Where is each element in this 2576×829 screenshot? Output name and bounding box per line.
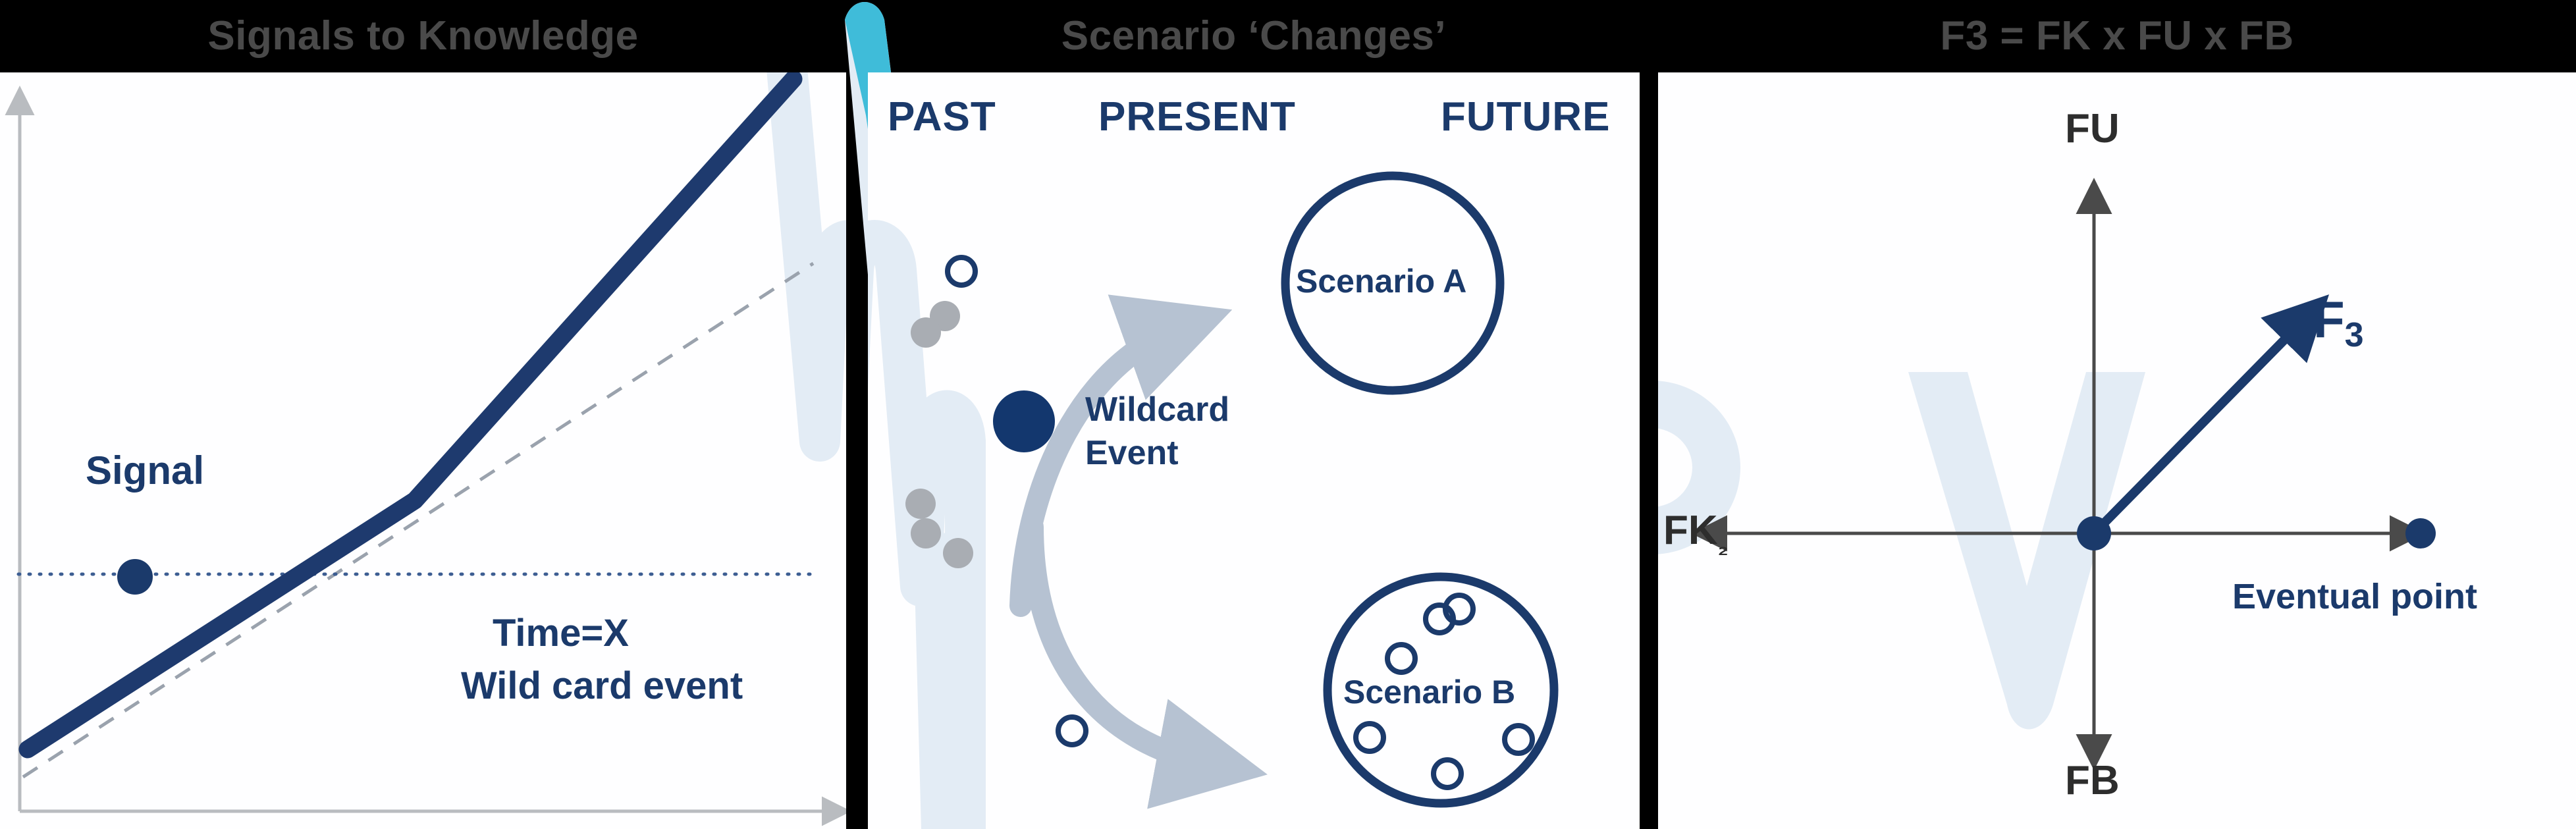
timeline-label-past: PAST xyxy=(888,94,996,140)
trend-line-dashed xyxy=(22,261,815,779)
arrow-to-scenario-b xyxy=(1021,516,1268,809)
axis-label-fk-text: FK xyxy=(1663,508,1718,553)
scenario-a-label: Scenario A xyxy=(1296,263,1467,300)
origin-dot xyxy=(2077,516,2111,550)
axis-label-fu: FU xyxy=(2065,106,2120,151)
watermark-panel2 xyxy=(868,220,986,829)
timeline-label-present: PRESENT xyxy=(1098,94,1296,140)
scenario-b-inner-circle xyxy=(1385,642,1418,675)
header-signals-to-knowledge: Signals to Knowledge xyxy=(207,13,639,59)
wild-card-event-dot xyxy=(117,559,153,595)
f3-vector-diagram xyxy=(1691,178,2436,770)
scenario-b-circle xyxy=(1323,572,1559,808)
wild-card-event-label: Wild card event xyxy=(461,664,743,707)
scenario-diagram xyxy=(905,171,1559,809)
axis-label-fk: FK₂ xyxy=(1663,507,1729,560)
signals-chart xyxy=(5,72,846,826)
signal-line xyxy=(18,72,803,759)
hollow-signal-circle xyxy=(1056,714,1088,747)
past-grey-dot xyxy=(911,518,941,548)
axis-label-fb: FB xyxy=(2065,758,2120,803)
signal-label: Signal xyxy=(86,448,205,493)
wildcard-event-dot xyxy=(993,390,1055,452)
eventual-point-dot xyxy=(2405,518,2436,548)
scenario-b-inner-circle xyxy=(1502,723,1535,756)
wildcard-event-label-line1: Wildcard xyxy=(1085,390,1230,429)
hollow-signal-circle xyxy=(945,255,978,288)
scenario-b-inner-circle xyxy=(1423,602,1456,635)
f3-vector-arrow xyxy=(2091,294,2329,537)
panel-signals-to-knowledge: Signal Time=X Wild card event xyxy=(0,72,846,829)
time-equals-x-label: Time=X xyxy=(493,612,629,655)
header-f3-formula: F3 = FK x FU x FB xyxy=(1940,13,2294,59)
panel-scenario-changes: PAST PRESENT FUTURE Wildcard Event Scena… xyxy=(868,72,1640,829)
axis-label-fk-subscript: ₂ xyxy=(1717,533,1729,560)
scenario-b-inner-circle xyxy=(1353,721,1386,754)
header-scenario-changes: Scenario ‘Changes’ xyxy=(1061,13,1447,59)
watermark-panel3 xyxy=(1658,372,2145,730)
scenario-b-label: Scenario B xyxy=(1343,674,1516,710)
f3-vector-label: F3 xyxy=(2313,290,2364,355)
past-grey-dot xyxy=(905,489,936,519)
past-grey-dot xyxy=(943,538,973,568)
scenario-b-inner-circle xyxy=(1431,757,1464,790)
f3-vector-label-text: F xyxy=(2313,290,2345,348)
scenario-a-circle xyxy=(1281,171,1505,395)
wildcard-event-label-line2: Event xyxy=(1085,434,1179,472)
timeline-label-future: FUTURE xyxy=(1441,94,1611,140)
f3-vector-label-subscript: 3 xyxy=(2344,316,2364,354)
panel-f3-axes: FU FB FK₂ F3 Eventual point FK ‘known, k… xyxy=(1658,72,2576,829)
eventual-point-label: Eventual point xyxy=(2232,577,2478,616)
past-grey-dot xyxy=(911,317,941,348)
